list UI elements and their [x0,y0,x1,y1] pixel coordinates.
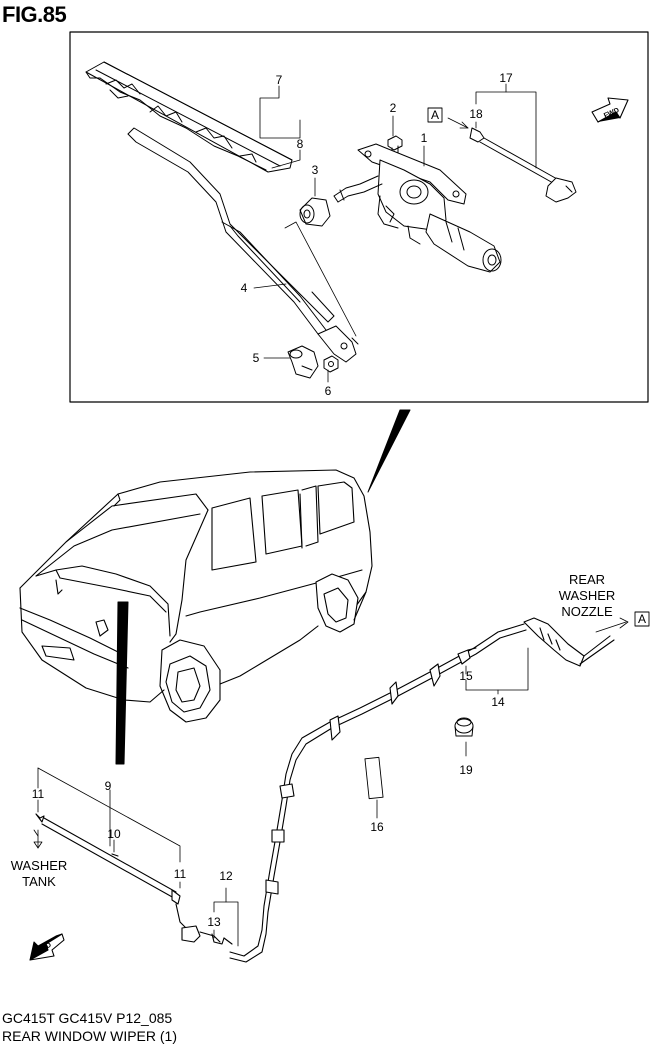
callout-8: 8 [297,137,304,151]
label-rear: REAR [569,572,605,587]
wiper-cap [299,197,331,227]
callout-1: 1 [421,131,428,145]
label-washer-tank-1: WASHER [11,858,68,873]
van-outline [19,469,373,723]
figure-title: FIG.85 [2,2,67,27]
tape [364,756,384,800]
callout-7: 7 [276,73,283,87]
callout-2: 2 [390,101,397,115]
nut [323,355,339,373]
grommet [454,717,474,737]
callout-9: 9 [105,779,112,793]
callout-5: 5 [253,351,260,365]
reference-a-right: A [638,612,646,626]
rear-washer-hose [229,617,615,963]
callout-18: 18 [469,107,483,121]
callout-19: 19 [459,763,473,777]
wiper-end-cap [287,345,319,379]
label-washer: WASHER [559,588,616,603]
label-nozzle: NOZZLE [561,604,613,619]
callout-11-right: 11 [174,867,187,881]
callout-numbers: 7 8 2 1 3 4 5 6 17 18 15 14 19 16 9 11 1… [32,71,513,929]
wiper-arm [127,127,359,363]
callout-14: 14 [491,695,505,709]
leader-lines-washer [33,767,239,947]
callout-13: 13 [207,915,221,929]
reference-mark-right [595,611,650,633]
label-washer-tank-2: TANK [22,874,56,889]
callout-12: 12 [219,869,233,883]
leader-lines-hose [376,647,529,819]
detail-frame [69,31,649,403]
callout-10: 10 [107,827,121,841]
callout-11-left: 11 [32,787,45,801]
callout-4: 4 [241,281,248,295]
callout-15: 15 [459,669,473,683]
fwd-arrow-top: FWD [591,97,629,123]
figure-name: REAR WINDOW WIPER (1) [2,1028,177,1044]
wiper-blade [85,61,293,173]
reference-a-top: A [431,108,439,122]
pointer-wedge-detail [367,409,411,493]
rear-washer-nozzle-upper [469,127,577,203]
callout-3: 3 [312,163,319,177]
callout-6: 6 [325,384,332,398]
reference-mark-top [427,107,469,129]
wiper-motor [333,143,502,273]
leader-lines-detail [253,83,537,383]
figure-code: GC415T GC415V P12_085 [2,1010,173,1026]
washer-tank-hose [35,813,233,945]
pointer-wedge-washer [115,601,129,765]
callout-17: 17 [499,71,513,85]
callout-16: 16 [370,820,384,834]
fwd-arrow-bottom: FWD [29,933,65,961]
